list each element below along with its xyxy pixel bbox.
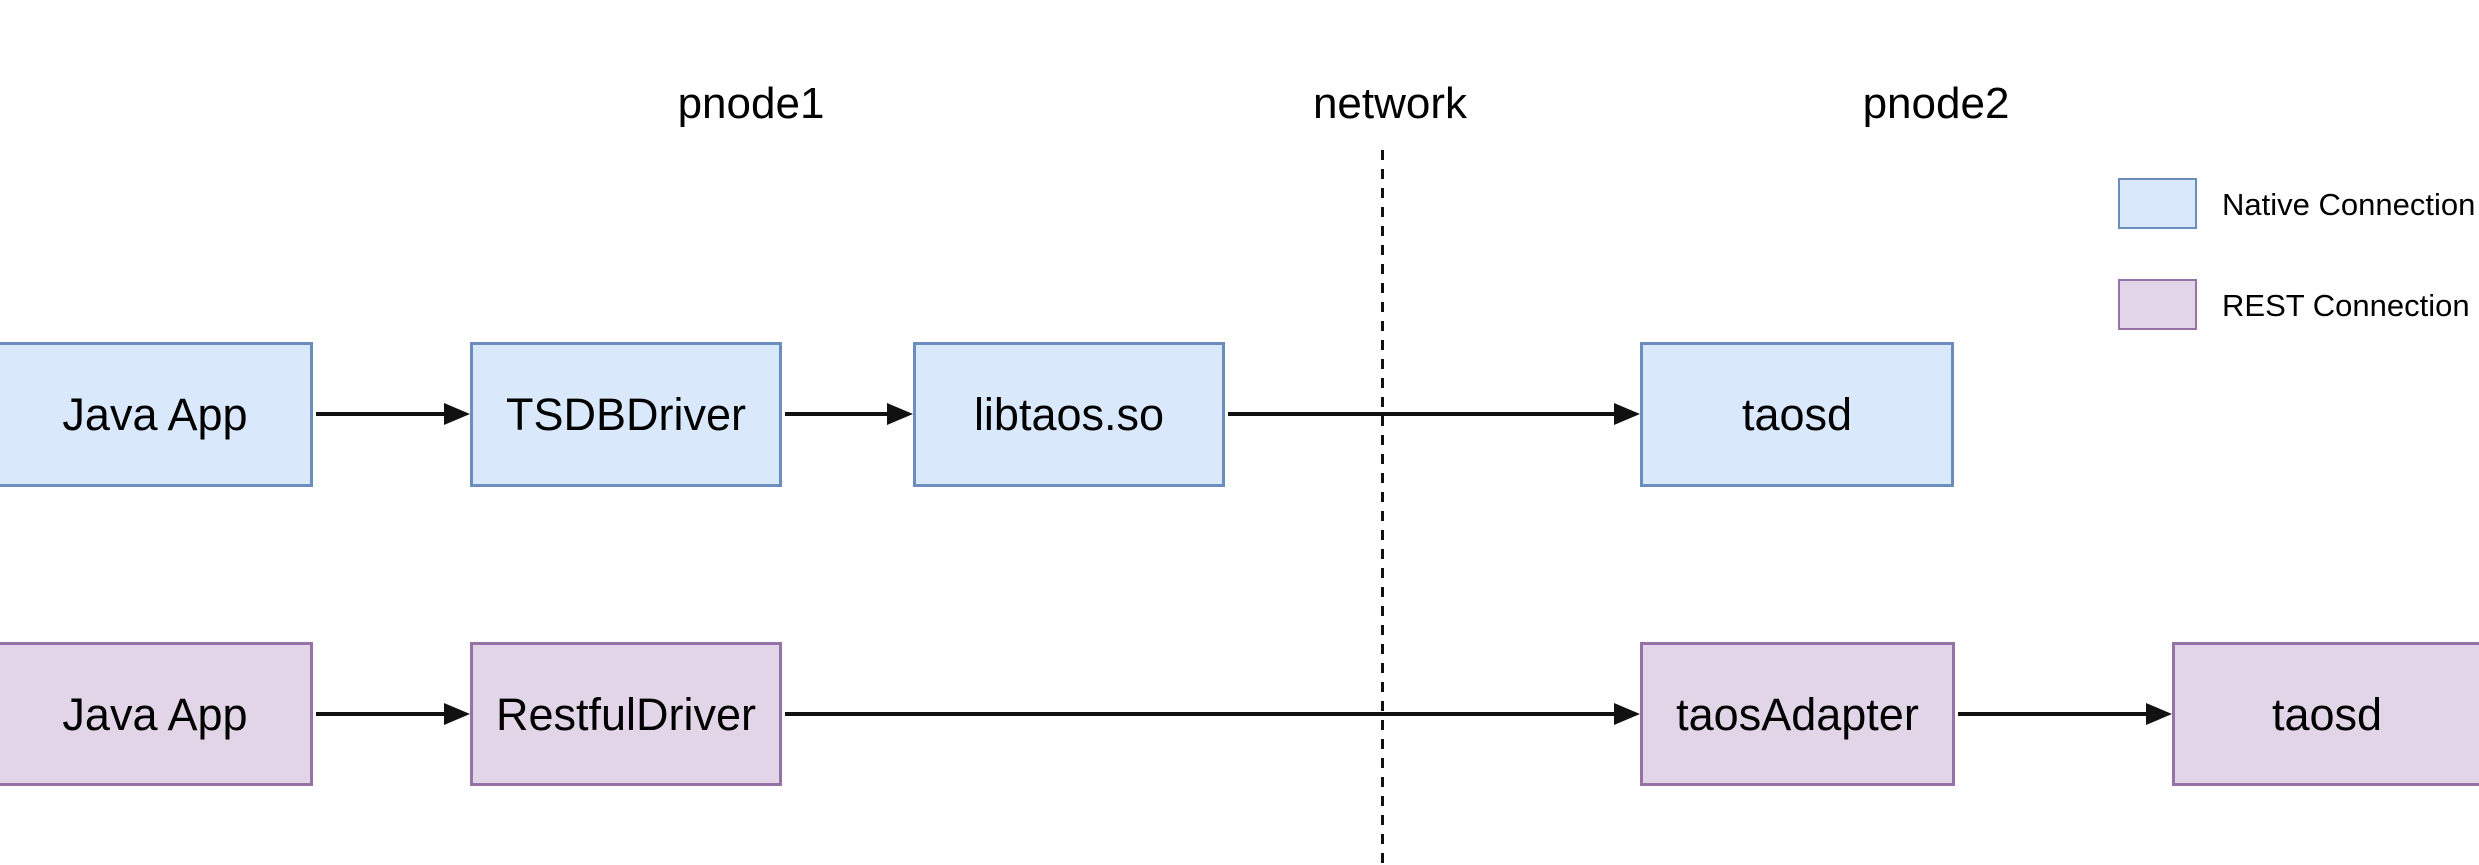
arrow-javaapp-to-restfuldriver [316,703,470,725]
zone-header-network: network [1312,79,1468,128]
node-label: TSDBDriver [505,389,746,440]
arrowhead-icon [2146,703,2172,725]
arrow-libtaos-to-taosd [1228,403,1640,425]
arrowhead-icon [444,403,470,425]
node-label: libtaos.so [973,389,1165,440]
arrow-restfuldriver-to-taosadapter [785,703,1640,725]
arrow-javaapp-to-tsdbdriver [316,403,470,425]
zone-header-pnode2: pnode2 [1862,79,2010,128]
node-libtaos-so: libtaos.so [913,342,1225,487]
legend-label-rest-connection: REST Connection [2222,288,2470,323]
node-restfuldriver: RestfulDriver [470,642,782,786]
node-label: Java App [62,389,248,440]
node-java-app-native: Java App [0,342,313,487]
legend-swatch-rest-connection [2118,279,2197,330]
node-java-app-rest: Java App [0,642,313,786]
arrow-shaft [1958,712,2146,716]
node-taosd-native: taosd [1640,342,1954,487]
arrow-shaft [785,412,887,416]
node-taosd-rest: taosd [2172,642,2479,786]
arrowhead-icon [1614,703,1640,725]
arrow-shaft [1228,412,1614,416]
zone-header-pnode1: pnode1 [677,79,825,128]
node-label: taosAdapter [1676,688,1919,740]
node-label: taosd [1741,389,1853,440]
node-label: Java App [62,688,248,740]
arrowhead-icon [444,703,470,725]
arrow-tsdbdriver-to-libtaos [785,403,913,425]
arrow-shaft [785,712,1614,716]
node-label: RestfulDriver [495,688,757,740]
arrowhead-icon [1614,403,1640,425]
arrow-shaft [316,412,444,416]
arrow-shaft [316,712,444,716]
network-boundary-dashed-line [1381,150,1384,865]
node-taosadapter: taosAdapter [1640,642,1955,786]
arrow-taosadapter-to-taosd [1958,703,2172,725]
legend-label-native-connection: Native Connection [2222,187,2476,222]
node-label: taosd [2271,688,2383,740]
node-tsdbdriver: TSDBDriver [470,342,782,487]
legend-swatch-native-connection [2118,178,2197,229]
arrowhead-icon [887,403,913,425]
